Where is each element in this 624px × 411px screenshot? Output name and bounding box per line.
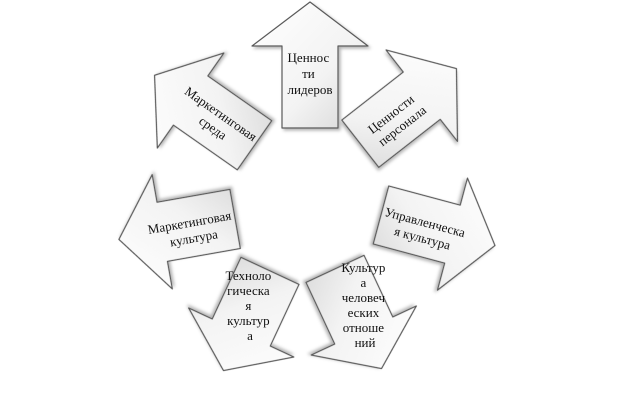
arrow-personnel: Ценности персонала <box>341 49 459 168</box>
arrow-management: Управленческа я культура <box>372 177 496 291</box>
arrow-marketing-culture: Маркетинговая культура <box>118 174 241 290</box>
arrow-technological-shape <box>188 256 300 372</box>
arrow-marketing-env: Маркетинговая среда <box>153 52 273 171</box>
arrow-marketing-env-shape <box>153 52 273 171</box>
arrow-human-relations-label: Культур а человеч еских отноше ний <box>341 260 388 350</box>
arrow-technological: Техноло гическа я культур а <box>188 256 300 372</box>
arrow-marketing-culture-shape <box>118 174 241 290</box>
arrow-personnel-shape <box>341 49 459 168</box>
arrow-technological-label: Техноло гическа я культур а <box>225 268 274 343</box>
arrow-leaders: Ценнос ти лидеров <box>251 1 369 129</box>
arrow-human-relations: Культур а человеч еских отноше ний <box>305 254 417 370</box>
arrow-human-relations-shape <box>305 254 417 370</box>
arrow-leaders-label: Ценнос ти лидеров <box>288 50 333 97</box>
arrow-management-shape <box>372 177 496 291</box>
arrow-leaders-shape <box>251 1 369 129</box>
